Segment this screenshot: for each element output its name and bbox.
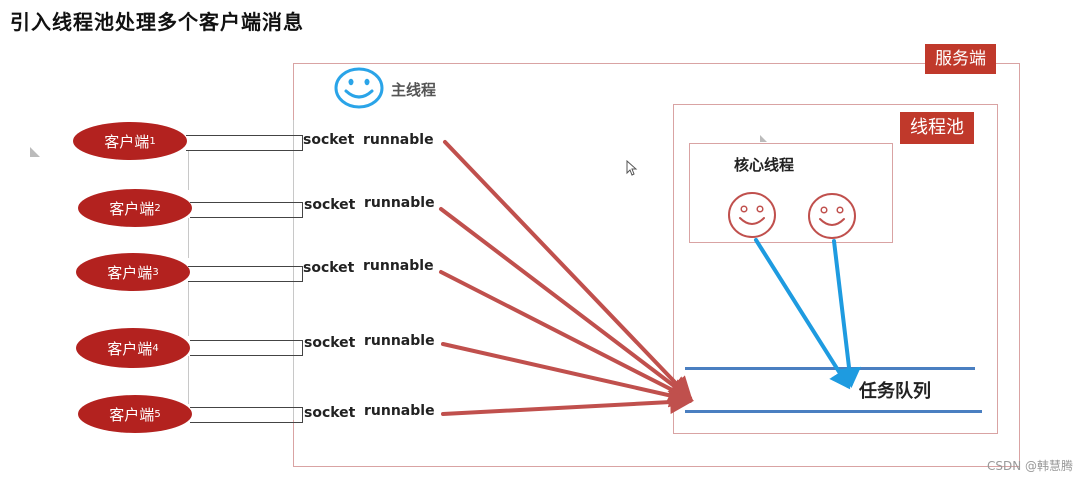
server-label: 服务端 [925, 44, 996, 74]
client-connector [190, 340, 303, 356]
task-queue-label: 任务队列 [859, 381, 931, 402]
main-thread-label: 主线程 [391, 81, 437, 99]
task-arrow-2 [439, 207, 694, 401]
runnable-label: runnable [364, 195, 435, 211]
task-arrow-4 [441, 342, 694, 408]
client-connector [190, 202, 303, 218]
task-arrow-3 [439, 270, 694, 401]
corner-mark-icon [30, 147, 40, 157]
watermark: CSDN @韩慧腾 [986, 459, 1073, 473]
connector-guide [188, 282, 189, 336]
task-arrow-1 [443, 140, 693, 401]
client-connector [188, 266, 303, 282]
socket-label: socket [304, 405, 356, 421]
task-queue-bottom-line [685, 410, 982, 413]
socket-label: socket [304, 197, 356, 213]
runnable-label: runnable [364, 333, 435, 349]
thread-pool-label: 线程池 [900, 112, 974, 144]
connector-guide [188, 150, 189, 190]
socket-label: socket [303, 260, 355, 276]
core-arrow-2 [832, 239, 862, 388]
connector-guide [188, 218, 189, 258]
runnable-label: runnable [363, 258, 434, 274]
socket-label: socket [303, 132, 355, 148]
core-thread-smiley-icon [808, 193, 856, 239]
main-thread-smiley-icon [334, 67, 384, 109]
runnable-label: runnable [363, 132, 434, 148]
core-thread-smiley-icon [728, 192, 776, 238]
page-title: 引入线程池处理多个客户端消息 [10, 10, 304, 34]
corner-mark-icon [760, 135, 767, 142]
core-threads-label: 核心线程 [734, 156, 795, 174]
connector-guide [293, 120, 294, 420]
client-connector [186, 135, 303, 151]
mouse-cursor-icon [626, 160, 638, 176]
socket-label: socket [304, 335, 356, 351]
task-arrow-5 [441, 390, 694, 416]
client-connector [190, 407, 303, 423]
runnable-label: runnable [364, 403, 435, 419]
connector-guide [188, 356, 189, 404]
core-threads-box [689, 143, 893, 243]
core-arrow-1 [754, 238, 851, 390]
